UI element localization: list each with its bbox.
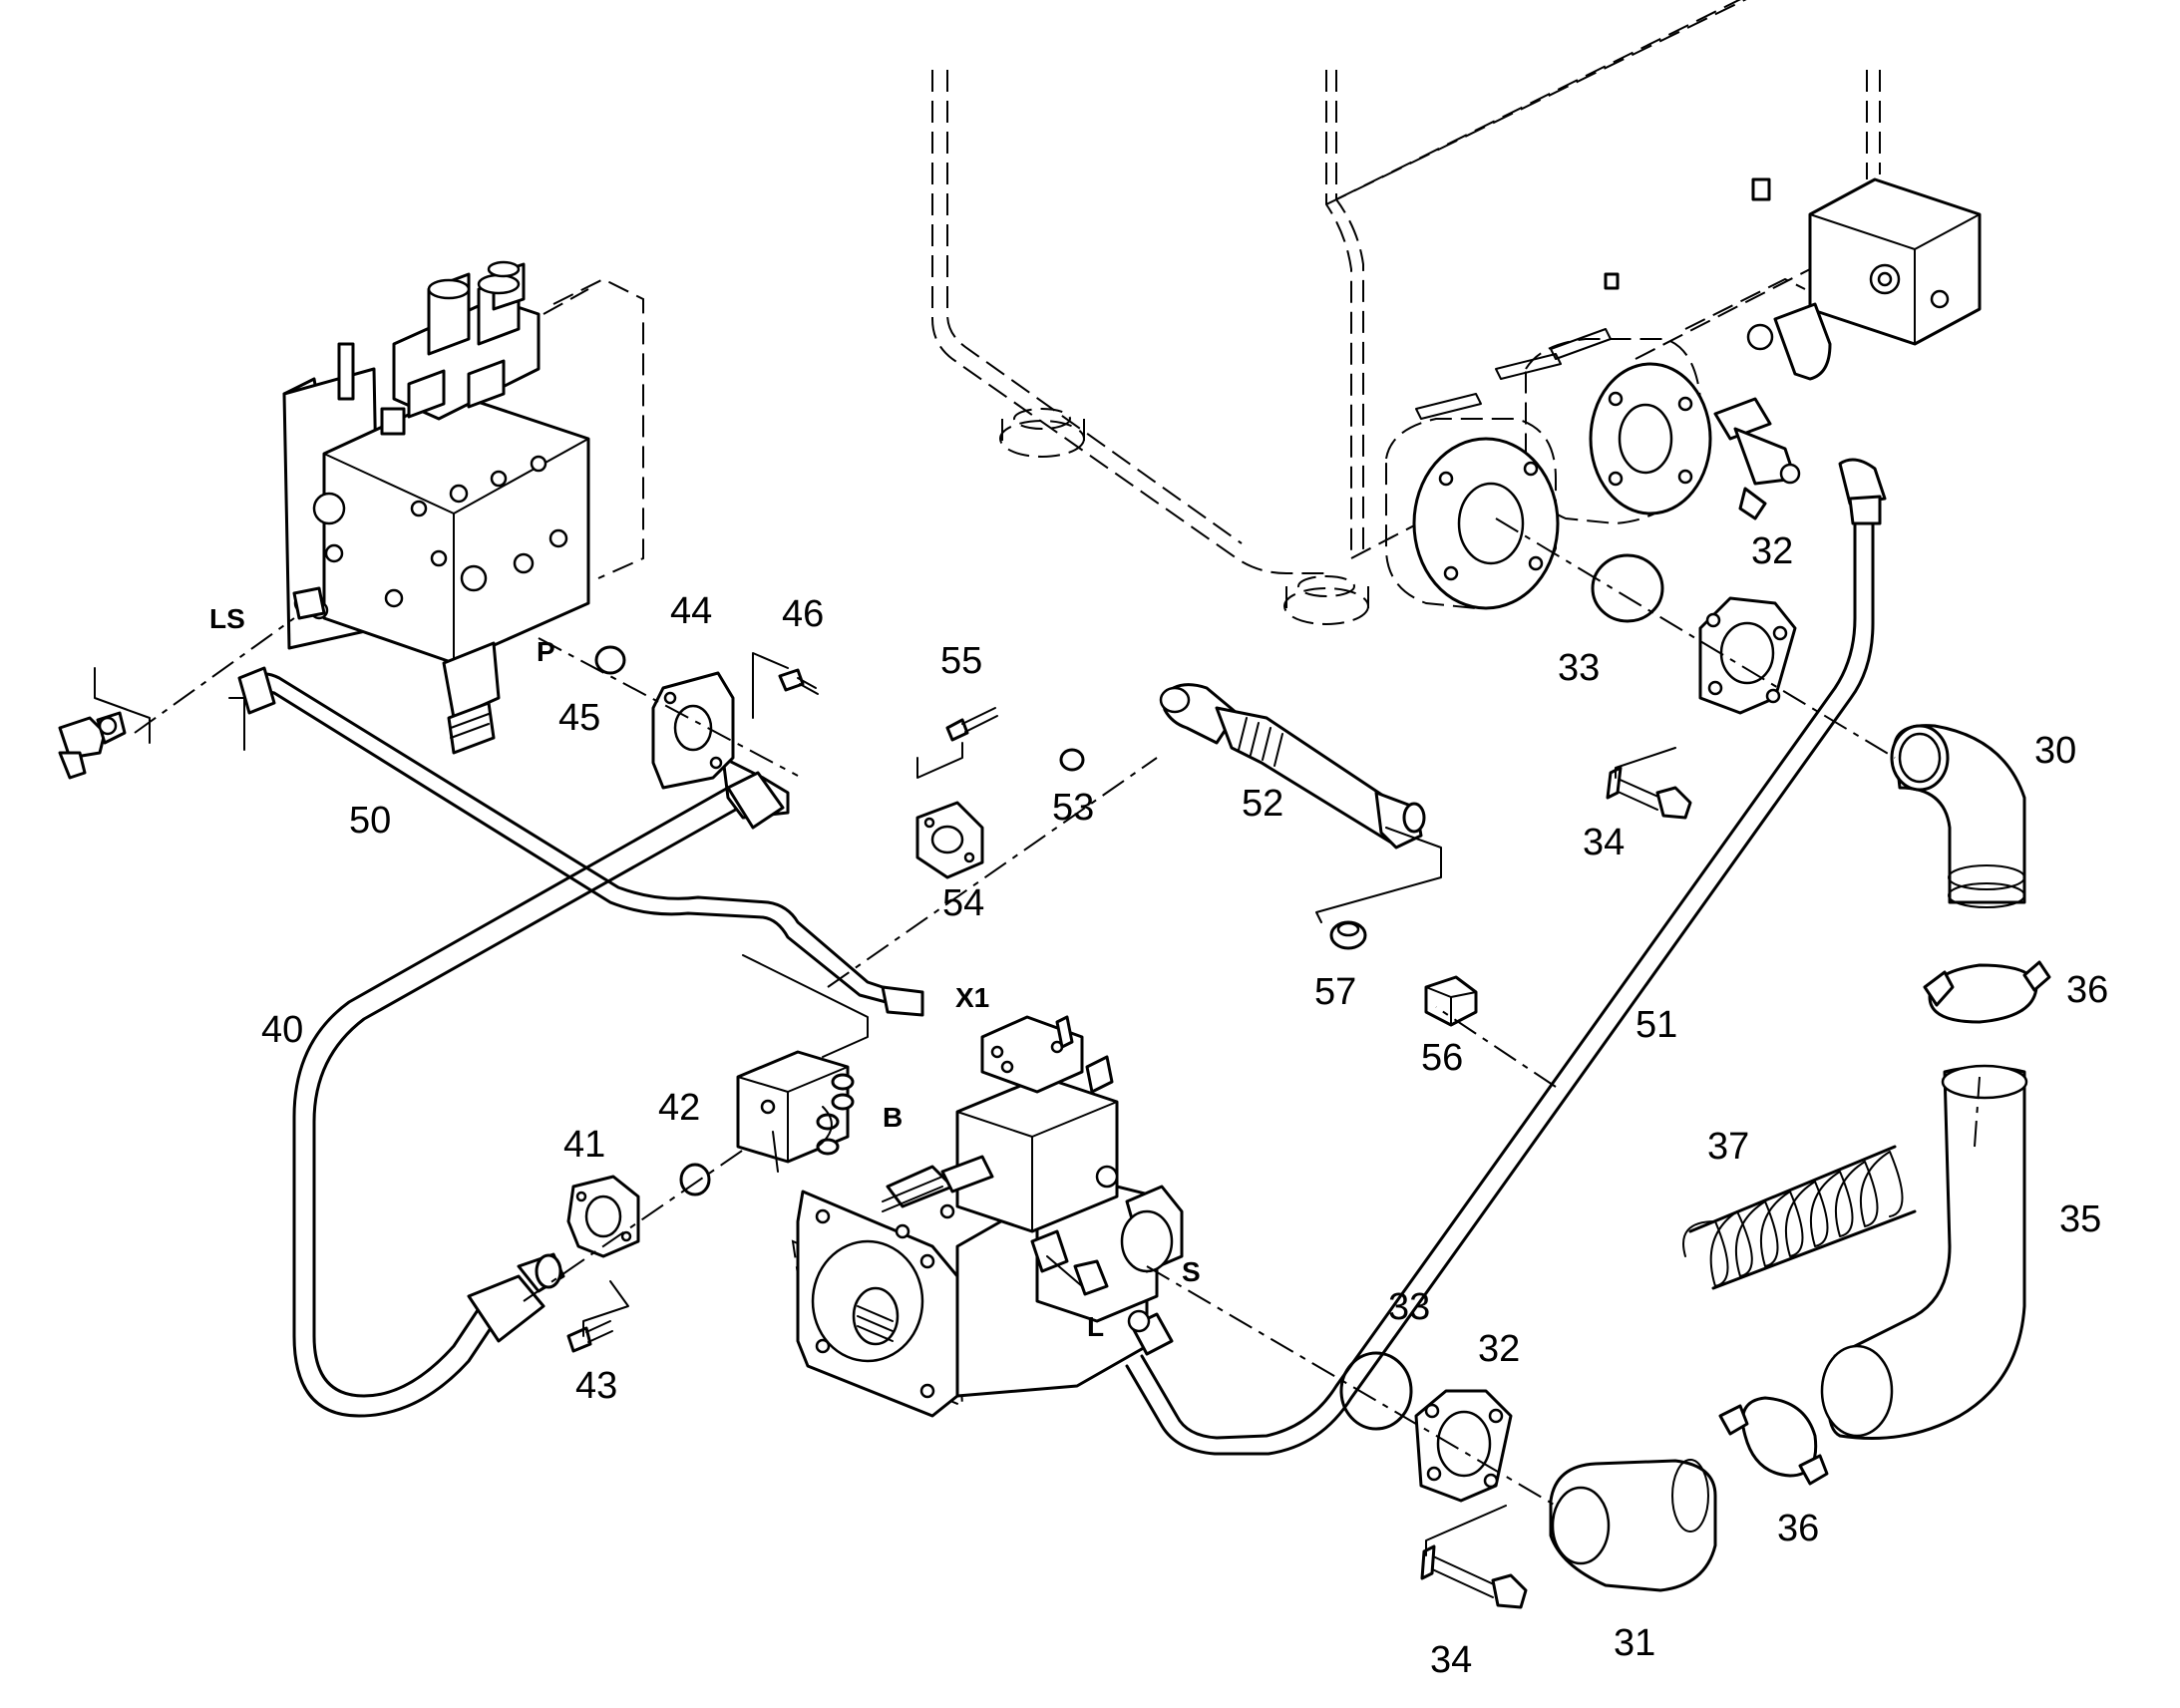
callout-43: 43 <box>575 1365 617 1407</box>
callout-33-lower: 33 <box>1388 1286 1430 1328</box>
callout-41: 41 <box>563 1124 605 1166</box>
flange-32-upper <box>1698 596 1797 715</box>
hose-35 <box>1820 1064 2028 1440</box>
port-label-l: L <box>1087 1311 1104 1342</box>
center-lines <box>134 517 1981 1507</box>
elbow-31 <box>1549 1459 1717 1592</box>
callout-56: 56 <box>1421 1037 1463 1079</box>
callout-34-upper: 34 <box>1583 822 1625 863</box>
callout-55: 55 <box>940 640 982 682</box>
hose-50 <box>237 666 924 1017</box>
callout-52: 52 <box>1242 783 1283 825</box>
flange-41 <box>566 1175 640 1258</box>
callout-54: 54 <box>942 882 984 924</box>
clamp-36-lower <box>1718 1396 1829 1486</box>
callout-57: 57 <box>1314 971 1356 1013</box>
o-ring-45 <box>594 645 626 675</box>
callout-30: 30 <box>2034 730 2076 772</box>
tank-shutoff-valves <box>1385 177 1982 610</box>
callout-50: 50 <box>349 800 391 842</box>
callout-35: 35 <box>2059 1198 2101 1240</box>
bolt-43 <box>566 1320 613 1353</box>
port-label-s: S <box>1182 1256 1201 1287</box>
flange-44 <box>651 671 735 790</box>
callout-53: 53 <box>1052 787 1094 829</box>
callout-46: 46 <box>782 593 824 635</box>
hose-51 <box>1125 458 1887 1456</box>
elbow-30 <box>1890 724 2026 908</box>
callout-45: 45 <box>558 697 600 739</box>
o-ring-33-lower <box>1339 1351 1413 1431</box>
ls-fitting <box>58 586 326 780</box>
bolt-55 <box>945 707 998 742</box>
flange-32-lower <box>1414 1389 1513 1503</box>
bolt-46 <box>778 668 819 695</box>
port-label-b: B <box>883 1102 903 1133</box>
callout-37: 37 <box>1707 1126 1749 1168</box>
callout-42: 42 <box>658 1087 700 1129</box>
flange-54 <box>915 801 984 879</box>
o-ring-33-upper <box>1591 553 1664 623</box>
callout-32-lower: 32 <box>1478 1328 1520 1370</box>
port-label-x1: X1 <box>955 982 989 1013</box>
bolt-34-upper <box>1606 766 1692 820</box>
callout-31: 31 <box>1614 1622 1655 1664</box>
hydraulic-tank <box>931 0 1881 625</box>
callout-36-lower: 36 <box>1777 1508 1819 1549</box>
callout-32-upper: 32 <box>1751 530 1793 572</box>
port-label-p: P <box>537 636 555 667</box>
callout-40: 40 <box>261 1009 303 1051</box>
o-ring-53 <box>1059 748 1085 772</box>
nut-56 <box>1424 975 1478 1027</box>
plug-57 <box>1329 920 1367 950</box>
leader-lines <box>94 652 1676 1556</box>
spring-37 <box>1682 1145 1917 1290</box>
callout-34-lower: 34 <box>1430 1639 1472 1681</box>
hydraulic-pump <box>791 1015 1184 1418</box>
pipe-52 <box>1159 683 1426 850</box>
pump-valve-block <box>736 1050 855 1164</box>
bolt-34-lower <box>1420 1544 1528 1609</box>
callout-36-upper: 36 <box>2066 969 2108 1011</box>
o-ring-42 <box>679 1163 711 1196</box>
callout-44: 44 <box>670 590 712 632</box>
hose-40 <box>292 756 790 1418</box>
port-label-ls: LS <box>209 603 245 634</box>
callout-51: 51 <box>1635 1004 1677 1046</box>
clamp-36-upper <box>1923 960 2051 1024</box>
control-valve <box>282 260 644 755</box>
callout-33-upper: 33 <box>1558 647 1600 689</box>
